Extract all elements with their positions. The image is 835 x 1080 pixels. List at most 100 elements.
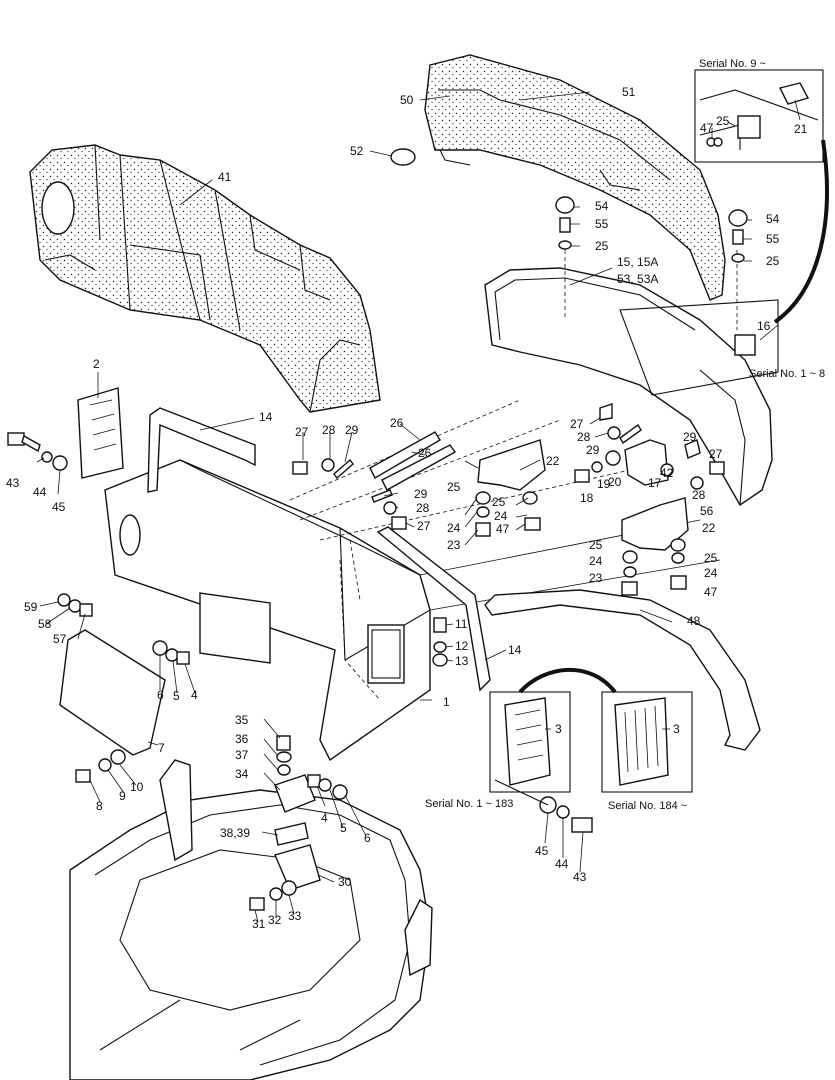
hardware-57-58-59 [57,593,93,617]
note-serial-1-183: Serial No. 1 ~ 183 [425,798,513,810]
inset-box-serial-184 [601,691,693,793]
callout-58: 58 [38,617,52,631]
callout-10: 10 [130,780,144,794]
foam-block-41 [29,144,381,413]
callout-27d: 27 [417,519,431,533]
callout-5a: 5 [173,689,180,703]
callout-41: 41 [218,170,232,184]
callout-8: 8 [96,799,103,813]
callout-27b: 27 [570,417,584,431]
callout-20: 20 [608,475,622,489]
callout-48: 48 [687,614,701,628]
callout-28a: 28 [322,423,336,437]
callout-28d: 28 [416,501,430,515]
callout-44b: 44 [555,857,569,871]
callout-36: 36 [235,732,249,746]
base-floor [69,759,433,1080]
callout-43b: 43 [573,870,587,884]
callout-45b: 45 [535,844,549,858]
callout-31: 31 [252,917,266,931]
inset-box-serial-9 [694,69,829,324]
callout-47a: 47 [496,522,510,536]
callout-6a: 6 [157,688,164,702]
hardware-4-5-6-left [152,640,190,665]
callout-24a: 24 [447,521,461,535]
note-serial-184: Serial No. 184 ~ [608,800,687,812]
foam-pad-51 [424,54,726,301]
callout-24b: 24 [494,509,508,523]
callout-59: 59 [24,600,38,614]
callout-26b: 26 [418,446,432,460]
callout-25d: 25 [492,495,506,509]
callout-33: 33 [288,909,302,923]
callout-1: 1 [443,695,450,709]
callout-23a: 23 [447,538,461,552]
callout-25a: 25 [595,239,609,253]
callout-52: 52 [350,144,364,158]
bracket-22-upper [475,439,546,537]
inset-box-serial-1-8 [619,299,779,396]
callout-4b: 4 [321,811,328,825]
callout-labels: 51 50 52 41 54 55 25 15, 15A 53, 53A 54 … [6,85,808,931]
seal-48 [484,589,761,751]
callout-51: 51 [622,85,636,99]
plate-2 [77,387,124,479]
callout-55b: 55 [766,232,780,246]
callout-35: 35 [235,713,249,727]
callout-47b: 47 [704,585,718,599]
knobs-54-55 [555,196,748,263]
inset-box-serial-1-183 [489,667,617,793]
callout-37: 37 [235,748,249,762]
callout-27a: 27 [295,425,309,439]
hardware-27-28-29-left [292,458,407,530]
callout-34: 34 [235,767,249,781]
callout-30: 30 [338,875,352,889]
callout-44a: 44 [33,485,47,499]
serial-notes: Serial No. 9 ~ Serial No. 1 ~ 8 Serial N… [425,58,825,812]
callout-28c: 28 [692,488,706,502]
callout-42: 42 [660,466,674,480]
callout-22a: 22 [546,454,560,468]
note-serial-1-8: Serial No. 1 ~ 8 [749,368,825,380]
bolt-set-43-left [7,432,68,471]
callout-45a: 45 [52,500,66,514]
callout-3b: 3 [673,722,680,736]
callout-4a: 4 [191,688,198,702]
leader-lines [36,91,801,923]
callout-22b: 22 [702,521,716,535]
callout-14a: 14 [259,410,273,424]
seal-strip-14-right [376,526,491,692]
callout-54b: 54 [766,212,780,226]
callout-26a: 26 [390,416,404,430]
cover-plate-7 [59,629,166,756]
callout-5b: 5 [340,821,347,835]
callout-25b: 25 [766,254,780,268]
callout-3839: 38,39 [220,826,250,840]
callout-7: 7 [158,741,165,755]
note-serial-9: Serial No. 9 ~ [699,58,766,70]
callout-25f: 25 [704,551,718,565]
hinge-brackets-30-34 [274,735,321,891]
callout-11: 11 [455,617,468,631]
callout-9: 9 [119,789,126,803]
callout-28b: 28 [577,430,591,444]
callout-23b: 23 [589,571,603,585]
washer-52 [390,148,416,166]
callout-13: 13 [455,654,469,668]
callout-57: 57 [53,632,67,646]
callout-25c: 25 [447,480,461,494]
callout-29d: 29 [414,487,428,501]
hinge-assembly-17 [574,403,725,490]
callout-29c: 29 [683,430,697,444]
callout-55a: 55 [595,217,609,231]
callout-29b: 29 [586,443,600,457]
seal-strip-14-left [147,407,256,493]
callout-27c: 27 [709,447,723,461]
callout-53: 53, 53A [617,272,658,286]
bracket-22-lower [621,497,689,596]
callout-54a: 54 [595,199,609,213]
callout-24d: 24 [704,566,718,580]
callout-16: 16 [757,319,771,333]
gas-struts-26 [369,431,457,491]
